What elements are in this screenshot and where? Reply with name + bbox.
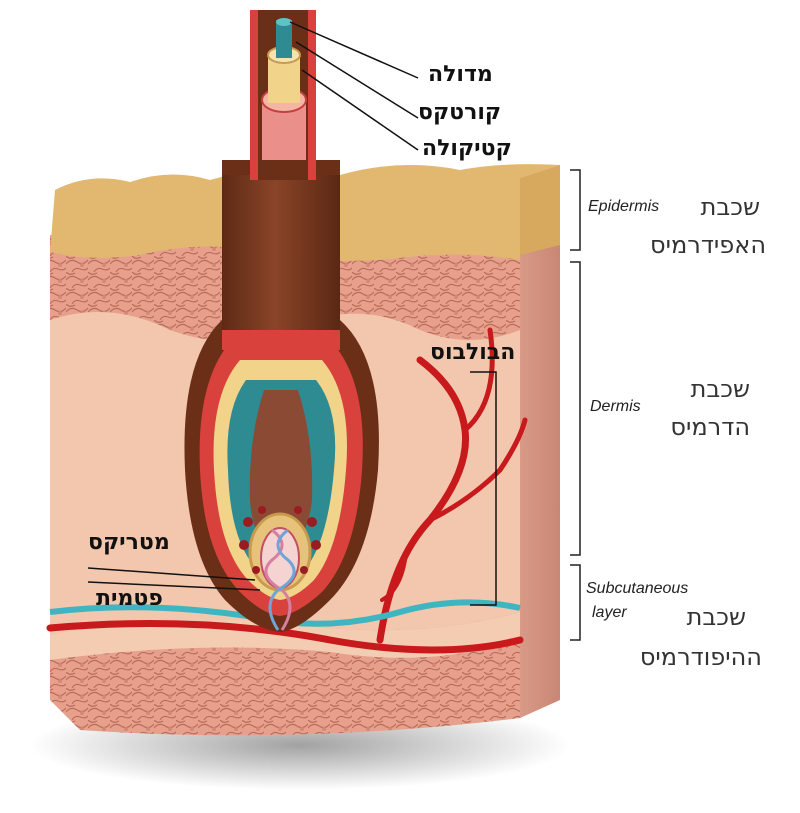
blood-vessels: [46, 327, 528, 654]
cortex-label: קורטקס: [418, 100, 502, 125]
dermis-hebrew-line1: שכבת: [690, 375, 750, 403]
leader-lines: [87, 21, 497, 606]
subcutaneous-hebrew-line1: שכבת: [686, 603, 746, 631]
subcutaneous-hebrew-line2: ההיפודרמיס: [639, 643, 762, 671]
hair-shaft-brown: [222, 175, 340, 345]
bulb-label: הבולבוס: [430, 340, 516, 365]
block-side-epidermis: [520, 165, 560, 255]
block-side-face: [520, 165, 560, 718]
hair-core-teal: [276, 20, 292, 58]
epidermis-hebrew-line2: האפידרמיס: [650, 231, 766, 259]
papilla-label: פטמית: [96, 586, 163, 611]
subcutaneous-english-line2: layer: [592, 604, 627, 621]
epidermis-english-label: Epidermis: [588, 198, 660, 215]
dermis-english-label: Dermis: [590, 398, 641, 415]
cuticle-label: קטיקולה: [422, 136, 512, 161]
dermis-hebrew-line2: הדרמיס: [670, 413, 750, 441]
papilla-vessel-blue: [268, 528, 296, 631]
papilla-vessel-pink: [264, 528, 292, 631]
medulla-label: מדולה: [428, 62, 493, 87]
hair-core-top: [276, 18, 292, 26]
matrix-label: מטריקס: [88, 530, 170, 555]
nerve-line: [49, 599, 521, 627]
layer-brackets: [570, 169, 581, 641]
subcutaneous-english-line1: Subcutaneous: [586, 580, 689, 597]
epidermis-hebrew-line1: שכבת: [700, 193, 760, 221]
melanocytes: [239, 506, 321, 574]
hair-cuticle-band: [222, 330, 340, 350]
